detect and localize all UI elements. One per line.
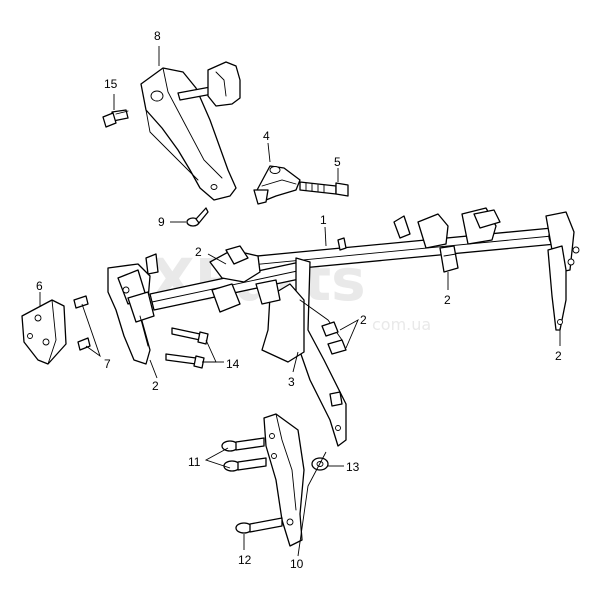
callout-12: 12 (238, 553, 252, 567)
part-5-bolt (299, 181, 349, 197)
callout-10: 10 (290, 557, 304, 571)
callout-4: 4 (263, 129, 270, 143)
callout-2-beam-middle: 2 (444, 293, 451, 307)
callout-15: 15 (104, 77, 118, 91)
callout-3: 3 (288, 375, 295, 389)
part-14-bolts (165, 327, 209, 369)
part-11-bolts (221, 437, 267, 472)
watermark-domain: com.ua (372, 315, 431, 334)
part-4-bracket (253, 165, 301, 205)
part-12-bolt (235, 517, 283, 534)
callout-14: 14 (226, 357, 240, 371)
callout-6: 6 (36, 279, 43, 293)
part-8-upper-bracket (140, 61, 241, 201)
part-6-mount-plate (21, 299, 67, 365)
callout-11: 11 (188, 455, 201, 469)
part-15-bolt (102, 109, 129, 128)
callout-1: 1 (320, 213, 327, 227)
part-9-screw (186, 207, 209, 227)
callout-2-column: 2 (360, 313, 367, 327)
callout-7: 7 (104, 357, 111, 371)
callout-13: 13 (346, 460, 360, 474)
leader-lines (39, 46, 561, 557)
callout-2-beam-right: 2 (555, 349, 562, 363)
left-end-bracket (107, 253, 159, 365)
callout-2-left-bracket: 2 (152, 379, 159, 393)
part-10-lower-brace (263, 413, 305, 547)
callout-5: 5 (334, 155, 341, 169)
callout-8: 8 (154, 29, 161, 43)
callout-9: 9 (158, 215, 165, 229)
callout-2-beam-left: 2 (195, 245, 202, 259)
left-column-support (209, 245, 347, 447)
